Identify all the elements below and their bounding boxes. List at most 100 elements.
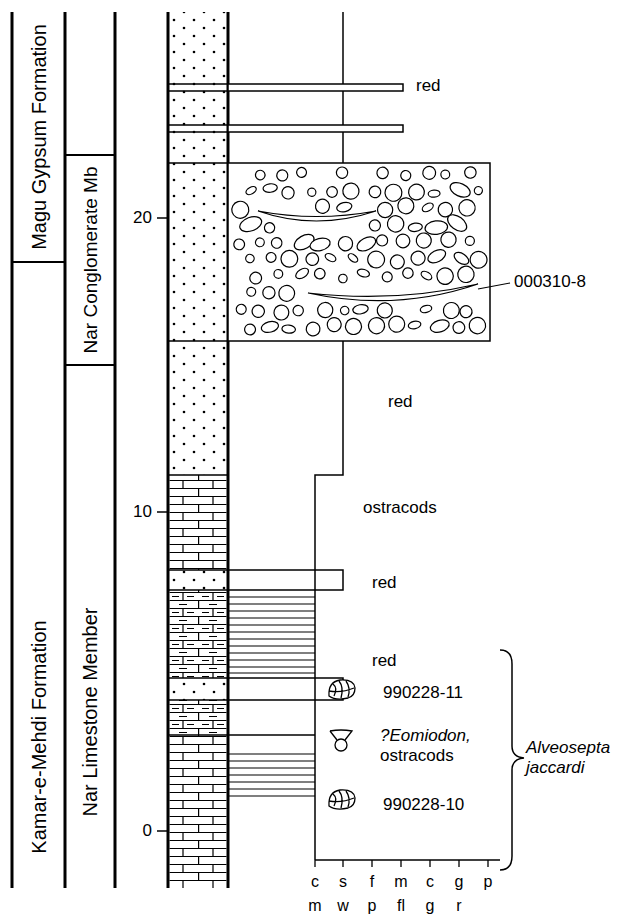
bed-boundary [168, 84, 228, 735]
clast [388, 252, 407, 271]
clast [340, 180, 363, 203]
red-bed-box [228, 678, 343, 700]
axis-letter: s [339, 872, 347, 891]
clast [402, 267, 414, 279]
axis-letter: w [337, 896, 349, 915]
axis-letter: p [368, 896, 377, 915]
clast [440, 231, 458, 249]
clast [251, 304, 266, 319]
scale-number: 0 [143, 821, 152, 841]
brace [500, 650, 524, 870]
clast [421, 201, 435, 213]
annotation-text: 990228-11 [383, 683, 463, 703]
clast [263, 183, 278, 193]
sandstone-pattern [170, 678, 227, 700]
clast [464, 166, 477, 179]
clast [347, 252, 359, 264]
clast [336, 234, 355, 253]
unit-name: Magu Gypsum Formation [29, 24, 49, 250]
clast [238, 214, 264, 234]
annotation-text: red [372, 573, 397, 593]
conglomerate-clasts [229, 165, 490, 338]
clast [309, 236, 332, 253]
clast [408, 320, 422, 330]
annotation-text: ?Eomiodon, ostracods [380, 726, 484, 767]
clast [452, 321, 465, 334]
red-bed-bar [228, 84, 403, 91]
clast [369, 219, 381, 231]
fossil-symbols [329, 680, 355, 809]
clast [254, 169, 266, 181]
clast [249, 271, 263, 285]
scale-number: 20 [133, 208, 152, 228]
scale-tick [157, 511, 168, 513]
cross-lenses [258, 211, 478, 301]
leader-line [478, 283, 510, 289]
clast [434, 265, 456, 287]
clast [264, 251, 278, 265]
clast [339, 305, 350, 316]
axis-letter: p [484, 872, 493, 891]
axis-letter: r [456, 896, 461, 915]
limestone-pattern [170, 475, 227, 570]
lamination [228, 754, 315, 796]
clast [394, 232, 412, 250]
axis-letter: f [370, 872, 374, 891]
clast [270, 236, 283, 249]
clast [467, 316, 487, 336]
clast [325, 185, 340, 200]
clast [375, 165, 391, 181]
clast [281, 250, 298, 267]
frame-line [64, 12, 67, 888]
annotation-text: 990228-10 [383, 795, 464, 815]
clast [421, 165, 437, 181]
clast [456, 265, 475, 284]
annotation-text: 000310-8 [514, 272, 586, 292]
clast [313, 266, 328, 281]
clast [459, 304, 474, 319]
clast [304, 320, 323, 339]
clast [440, 300, 462, 322]
clast [465, 236, 475, 246]
foraminifer-symbol [329, 680, 355, 699]
unit-band: Kamar-e-Mehdi Formation [12, 262, 65, 888]
clast [275, 168, 290, 183]
clast [260, 320, 280, 334]
grain-size-axis [315, 860, 500, 867]
unit-band: Nar Conglomerate Mb [65, 155, 115, 365]
grain-size-profile [228, 12, 490, 860]
profile-outline [315, 341, 343, 860]
clast [386, 214, 405, 233]
clast [395, 195, 417, 217]
clast [235, 303, 248, 316]
axis-letter: c [426, 872, 434, 891]
annotation-text: red [388, 392, 413, 412]
clast [445, 211, 470, 234]
clast [245, 185, 258, 196]
clast [377, 235, 388, 246]
clast [263, 222, 276, 235]
frame-line [11, 12, 14, 888]
height-scale [157, 218, 168, 831]
clast [291, 303, 305, 317]
clast [282, 324, 296, 333]
clast [420, 304, 433, 313]
clast [428, 190, 440, 198]
unit-band: Magu Gypsum Formation [12, 12, 65, 262]
clast [366, 249, 387, 270]
clast [356, 268, 370, 278]
sandstone-pattern [170, 570, 227, 590]
marly-limestone-pattern [170, 590, 227, 678]
clast [294, 266, 310, 281]
scale-tick [157, 217, 168, 219]
clast [408, 248, 427, 267]
unit-name: Nar Limestone Member [80, 608, 100, 817]
clast [280, 184, 297, 201]
column-edge [167, 12, 170, 888]
limestone-pattern [170, 735, 227, 888]
clast [386, 314, 407, 335]
axis-letter: fl [397, 896, 405, 915]
lithology-column [168, 12, 228, 888]
clast [338, 273, 348, 283]
